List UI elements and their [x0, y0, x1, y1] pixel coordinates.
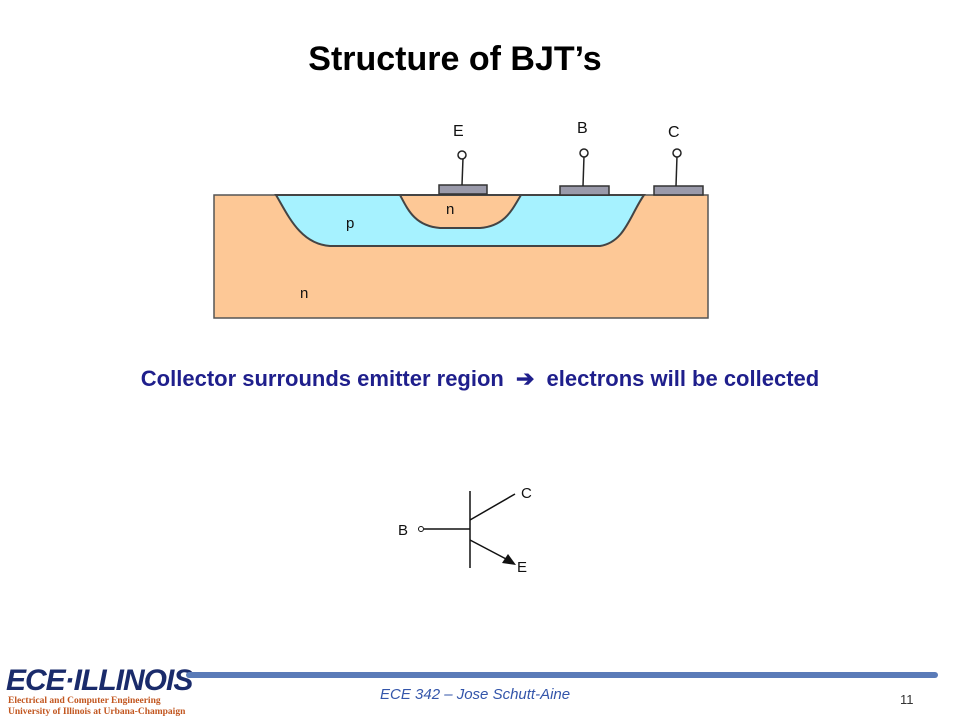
footer-divider — [186, 672, 938, 678]
ece-illinois-logo: ECE·ILLINOIS — [6, 664, 193, 697]
collector-contact — [653, 185, 704, 196]
npn-transistor-symbol: B C E — [398, 485, 532, 576]
symbol-base-node — [418, 526, 424, 532]
footer-logo: ECE·ILLINOIS Electrical and Computer Eng… — [0, 662, 193, 720]
base-terminal-label: B — [577, 120, 588, 137]
bjt-cross-section: E B C n p n — [213, 120, 709, 319]
emitter-terminal-node — [457, 150, 467, 160]
logo-subtitle-line2: University of Illinois at Urbana-Champai… — [8, 707, 186, 717]
arrow-right-icon: ➔ — [515, 366, 535, 391]
emitter-lead — [461, 157, 464, 186]
base-contact — [559, 185, 610, 196]
symbol-emitter-label: E — [517, 559, 527, 576]
symbol-emitter-line — [469, 539, 509, 561]
base-terminal-node — [579, 148, 589, 158]
slide-title: Structure of BJT’s — [308, 40, 602, 78]
slide-caption: Collector surrounds emitter region ➔ ele… — [0, 366, 960, 392]
caption-left: Collector surrounds emitter region — [140, 366, 504, 391]
collector-lead — [675, 155, 678, 187]
base-lead — [582, 155, 585, 187]
collector-terminal-label: C — [668, 124, 680, 141]
emitter-region-label: n — [446, 201, 454, 218]
collector-terminal-node — [672, 148, 682, 158]
emitter-arrow-icon — [502, 554, 516, 565]
caption-right: electrons will be collected — [546, 366, 820, 391]
emitter-region — [398, 194, 523, 229]
symbol-collector-line — [469, 493, 516, 521]
symbol-collector-label: C — [521, 485, 532, 502]
emitter-terminal-label: E — [453, 123, 464, 140]
footer-course: ECE 342 – Jose Schutt-Aine — [380, 686, 571, 703]
collector-region-label: n — [300, 285, 308, 302]
symbol-base-label: B — [398, 522, 408, 539]
emitter-contact — [438, 184, 488, 195]
base-region-label: p — [346, 215, 354, 232]
logo-subtitle-line1: Electrical and Computer Engineering — [8, 696, 161, 706]
page-number: 11 — [900, 692, 914, 707]
